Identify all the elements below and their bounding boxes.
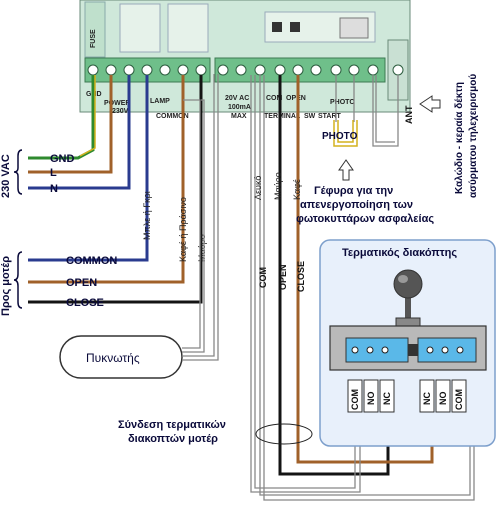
- switch-terminal-nc-left: NC: [382, 392, 392, 405]
- board-label-230v: 230V: [112, 108, 129, 115]
- board-label-power: POWER: [104, 100, 130, 107]
- board-dip-switch: [339, 17, 369, 39]
- board-component: [290, 22, 300, 32]
- wire-open-label: OPEN: [278, 264, 288, 290]
- terminal-screws-right: [217, 64, 379, 76]
- switch-actuator: [408, 344, 418, 356]
- mains-title: 230 VAC: [0, 154, 12, 198]
- antenna-note-2: ασύρματου τηλεχειρισμού: [468, 74, 479, 198]
- capacitor: Πυκνωτής: [59, 74, 219, 379]
- capacitor-label: Πυκνωτής: [86, 351, 140, 365]
- mains-brace: [13, 149, 23, 195]
- fuse-label: FUSE: [90, 29, 97, 48]
- motor-brown-note: Καφέ ή Πράσινο: [178, 197, 188, 262]
- board-label-sw: SW: [304, 113, 316, 120]
- wire-brown-label: Καφέ: [292, 179, 302, 200]
- board-label-open: OPEN: [286, 95, 306, 102]
- switch-terminal-tag: [379, 379, 395, 413]
- wire-black-label: Μαύρο: [273, 172, 283, 200]
- switch-terminal-no-right: NO: [438, 392, 448, 406]
- motor-open-label: OPEN: [66, 277, 97, 289]
- board-label-20v: 20V AC: [225, 95, 249, 102]
- antenna-wire-2: [375, 75, 395, 143]
- board-label-max: MAX: [231, 113, 247, 120]
- switch-terminal-tag: [363, 379, 379, 413]
- antenna-note-1: Καλώδιο - κεραία δέκτη: [454, 82, 465, 194]
- relay-1: [119, 3, 161, 53]
- board-label-100ma: 100mA: [228, 104, 251, 111]
- board-label-lamp: LAMP: [150, 98, 170, 105]
- connection-ellipse: [255, 423, 313, 445]
- switch-knob-highlight: [398, 275, 408, 283]
- board-component: [272, 22, 282, 32]
- switch-terminal-tag: [347, 379, 363, 413]
- photo-bridge-note-3: φωτοκυττάρων ασφαλείας: [296, 213, 434, 225]
- wire-endpoints: [28, 156, 40, 304]
- wire-motor-common: [40, 75, 149, 262]
- antenna-wire: [372, 75, 399, 147]
- motor-close-label: CLOSE: [66, 297, 104, 309]
- switch-knob: [393, 269, 423, 299]
- wire-n: [40, 75, 131, 190]
- mains-n-note: Μπλε ή Γκρι: [142, 191, 152, 240]
- board-label-photo: PHOTO: [330, 99, 355, 106]
- connection-note-2: διακοπτών μοτέρ: [128, 433, 218, 445]
- photo-label: PHOTO: [322, 131, 358, 142]
- wire-gnd-yellow: [79, 75, 96, 157]
- switch-terminal-tag: [419, 379, 435, 413]
- wire-l: [40, 75, 113, 174]
- switch-terminal-tag: [435, 379, 451, 413]
- relay-2: [167, 3, 209, 53]
- connection-note-1: Σύνδεση τερματικών: [118, 419, 226, 431]
- antenna-screw: [392, 64, 404, 76]
- switch-contact-pins: [351, 346, 464, 354]
- board-label-common: COMMON: [156, 113, 189, 120]
- mains-gnd-label: GND: [50, 153, 75, 165]
- motor-common-label: COMMON: [66, 255, 117, 267]
- switch-terminal-com-left: COM: [350, 389, 360, 410]
- board-label-start: START: [318, 113, 342, 120]
- switch-terminal-no-left: NO: [366, 392, 376, 406]
- fuse-holder: [84, 1, 106, 58]
- motor-title: Προς μοτέρ: [0, 256, 12, 316]
- wire-white-label: Λευκό: [253, 176, 263, 200]
- wire-gnd-green: [40, 75, 95, 160]
- board-label-com: COM: [266, 95, 283, 102]
- wire-motor-open: [40, 75, 185, 284]
- antenna-label: ANT: [404, 105, 414, 124]
- mains-n-label: N: [50, 183, 58, 195]
- photo-arrow-icon: [338, 159, 354, 181]
- photo-bridge-note-1: Γέφυρα για την: [314, 185, 393, 197]
- mains-wires: [40, 75, 203, 304]
- switch-terminal-tag: [451, 379, 467, 413]
- board-label-terminal: TERMINAL: [264, 113, 301, 120]
- mains-l-label: L: [50, 167, 57, 179]
- wire-close-label: CLOSE: [296, 261, 306, 292]
- wire-com-label: COM: [258, 267, 268, 288]
- photo-bridge: [333, 75, 358, 147]
- antenna-arrow-icon: [419, 95, 441, 113]
- switch-terminal-com-right: COM: [454, 389, 464, 410]
- limit-switch-title: Τερματικός διακόπτης: [342, 247, 457, 259]
- wire-motor-close: [40, 75, 203, 304]
- motor-brace: [13, 251, 23, 309]
- switch-terminal-nc-right: NC: [422, 392, 432, 405]
- switch-terminal-tags: [347, 379, 467, 413]
- motor-black-note: Μαύρο: [197, 234, 207, 262]
- photo-bridge-note-2: απενεργοποίηση των: [300, 199, 413, 211]
